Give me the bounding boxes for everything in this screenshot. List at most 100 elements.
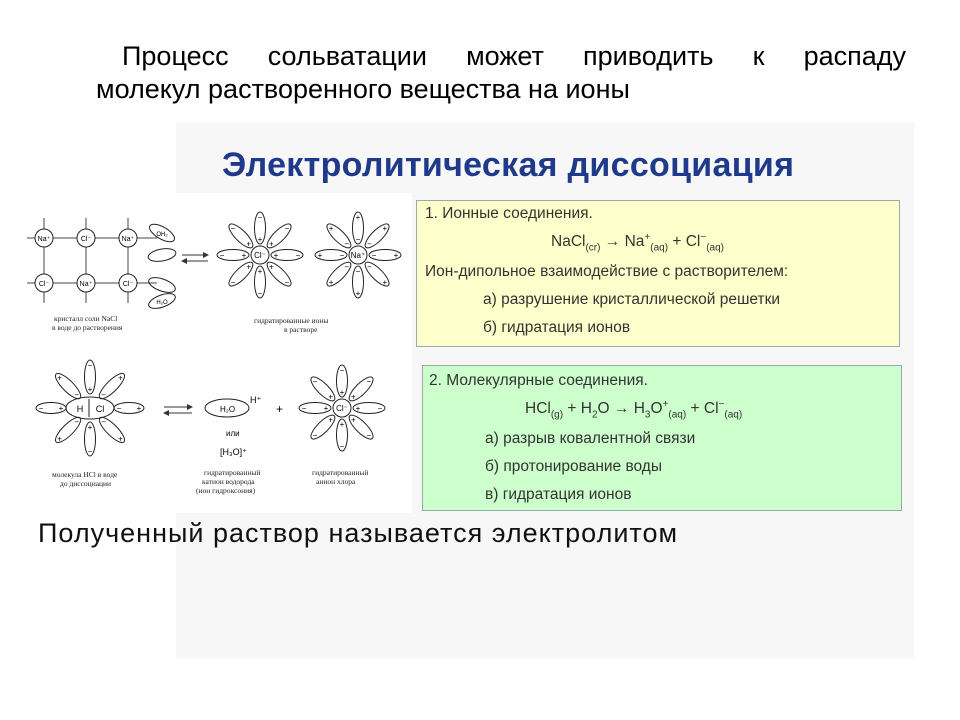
caption-hydrated-1: гидратированные ионы (254, 316, 328, 325)
dipole-charge: − (378, 404, 383, 413)
dipole-charge: − (231, 224, 236, 233)
water-dipole (228, 261, 254, 287)
dipole-charge: + (57, 374, 62, 383)
dipole-charge: + (329, 224, 334, 233)
dipole-charge: + (340, 388, 345, 397)
caption-crystal-1: кристалл соли NaCl (54, 314, 117, 323)
dipole-charge: + (274, 251, 279, 260)
molecular-equation: HCl(g) + H2O → H3O+(aq) + Cl−(aq) (525, 399, 743, 421)
dipole-charge: + (246, 262, 251, 271)
water-dipole (254, 265, 266, 299)
dipole-charge: + (258, 267, 263, 276)
dipole-charge: − (302, 404, 307, 413)
water-dipole (310, 376, 336, 402)
caption-cation-1: гидратированный (204, 468, 260, 477)
dipole-charge: − (340, 366, 345, 375)
conclusion-text: Полученный раствор называется электролит… (38, 518, 679, 548)
lattice-water (149, 223, 175, 243)
or-label: или (226, 429, 240, 438)
hcl-molecule (65, 396, 115, 420)
dipole-charge: + (383, 278, 388, 287)
dipole-charge: + (258, 235, 263, 244)
molecular-item-b: б) протонирование воды (485, 458, 662, 475)
lattice-ion (118, 228, 138, 248)
dipole-charge: − (340, 251, 345, 260)
ion-circle (250, 245, 270, 265)
ionic-compounds-box: 1. Ионные соединения. NaCl(cr) → Na+(aq)… (416, 200, 900, 347)
proton-label: H⁺ (250, 395, 261, 405)
dipole-charge: − (39, 404, 44, 413)
dipole-charge: + (57, 434, 62, 443)
water-dipole (54, 372, 82, 400)
dipole-charge: + (340, 420, 345, 429)
dipole-charge: − (101, 417, 106, 426)
slide-title: Электролитическая диссоциация (222, 146, 795, 184)
caption-hydrated-2: в растворе (284, 325, 318, 334)
water-dipole (228, 223, 254, 249)
dipole-charge: − (258, 289, 263, 298)
ionic-heading: 1. Ионные соединения. (425, 205, 593, 222)
hydronium-label-group: H₂O H⁺ или [H₃O]⁺ + (204, 395, 283, 457)
water-dipole (348, 414, 374, 440)
lattice-water (148, 293, 176, 309)
caption-cation-2: катион водорода (202, 477, 255, 486)
lattice-ion (76, 228, 96, 248)
dipole-charge: + (328, 393, 333, 402)
water-dipole (352, 402, 386, 414)
dipole-charge: − (74, 417, 79, 426)
water-dipole (54, 416, 82, 444)
dipole-charge: + (269, 240, 274, 249)
water-dipole (298, 402, 332, 414)
dipole-charge: + (351, 393, 356, 402)
dipole-charge: + (88, 385, 93, 394)
dipole-charge: − (231, 278, 236, 287)
dipole-charge: + (328, 415, 333, 424)
dipole-charge: + (246, 240, 251, 249)
dipole-charge: + (383, 224, 388, 233)
molecular-item-c: в) гидратация ионов (485, 486, 632, 503)
equilibrium-arrow-bottom (163, 404, 193, 416)
water-dipole (364, 223, 390, 249)
water-dipole (352, 211, 364, 245)
dipole-charge: − (313, 377, 318, 386)
dipole-charge: + (59, 404, 64, 413)
dipole-charge: + (88, 423, 93, 432)
lattice-ion-label: Cl⁻ (81, 236, 92, 243)
dipole-charge: − (340, 442, 345, 451)
dipole-charge: − (101, 391, 106, 400)
dipole-charge: + (356, 213, 361, 222)
molecular-item-a: а) разрыв ковалентной связи (485, 430, 696, 447)
dipole-charge: + (324, 404, 329, 413)
water-dipole (336, 418, 348, 452)
dipole-charge: − (220, 251, 225, 260)
dipole-charge: − (88, 447, 93, 456)
water-dipole (254, 211, 266, 245)
lattice-ion-label: Na⁺ (38, 236, 51, 243)
plus-sign: + (276, 402, 283, 416)
water-dipole (314, 249, 348, 261)
hcl-h-label: H (77, 404, 84, 414)
water-dipole (84, 359, 96, 395)
water-dipole (348, 376, 374, 402)
dipole-charge: + (118, 434, 123, 443)
lattice-water (148, 277, 176, 293)
dipole-charge: + (118, 374, 123, 383)
water-dipole (336, 364, 348, 398)
lattice-ion (76, 273, 96, 293)
lattice-ion-label: Na⁺ (80, 281, 93, 288)
water-dipole (266, 261, 292, 287)
ion-label: Cl⁻ (336, 404, 348, 413)
dipole-charge: − (258, 213, 263, 222)
caption-cation-3: (ион гидроксония) (196, 486, 256, 495)
water-dipole (84, 421, 96, 457)
water-dipole (98, 372, 126, 400)
dipole-charge: + (242, 251, 247, 260)
dipole-charge: − (372, 251, 377, 260)
lattice-ion-label: Cl⁻ (123, 281, 134, 288)
dipole-charge: + (137, 404, 142, 413)
lattice-ion-label: Cl⁻ (39, 281, 50, 288)
intro-line-2: молекул растворенного вещества на ионы (96, 74, 630, 104)
